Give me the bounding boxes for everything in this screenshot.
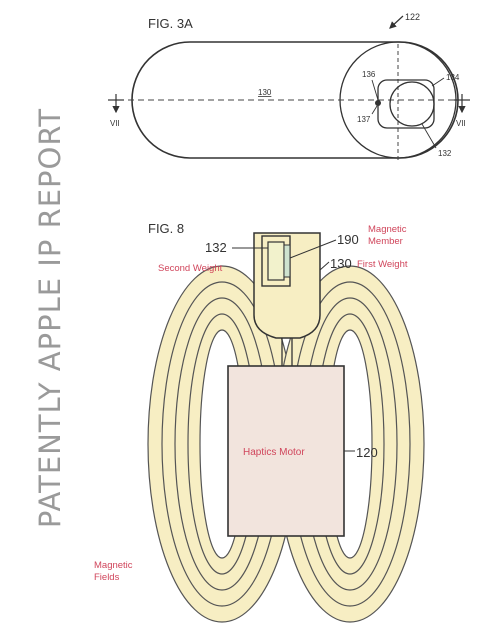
label-magnetic-fields: Magnetic Fields xyxy=(94,560,135,583)
ref-122-arrow xyxy=(389,15,404,29)
section-label-left: VII xyxy=(110,119,120,128)
section-label-right: VII xyxy=(456,119,466,128)
figure-8: FIG. 8 Haptics Motor 120 xyxy=(94,221,425,623)
fig3a-title: FIG. 3A xyxy=(148,16,193,31)
ref-134: 134 xyxy=(446,73,460,82)
leader-190 xyxy=(289,239,337,259)
ref-137: 137 xyxy=(357,115,371,124)
label-magnetic-member-line2: Member xyxy=(368,236,403,247)
haptics-motor-120 xyxy=(227,365,345,537)
ref-122: 122 xyxy=(405,12,420,22)
weight-circle-132 xyxy=(389,81,435,127)
pivot-dot xyxy=(375,100,381,106)
ref-136: 136 xyxy=(362,70,376,79)
ref-190: 190 xyxy=(337,232,359,247)
leader-134 xyxy=(431,77,445,87)
label-haptics-motor: Haptics Motor xyxy=(243,447,305,458)
label-magnetic-fields-line2: Fields xyxy=(94,572,120,583)
second-weight-inner xyxy=(267,241,285,281)
ref-130-body: 130 xyxy=(258,88,272,97)
leader-137 xyxy=(371,105,378,115)
figure-3a: FIG. 3A 122 VII VII 130 136 137 xyxy=(108,12,470,160)
label-magnetic-member-line1: Magnetic xyxy=(368,224,407,235)
leader-136 xyxy=(371,79,379,101)
ref-132-fig3a: 132 xyxy=(438,149,452,158)
label-magnetic-fields-line1: Magnetic xyxy=(94,560,133,571)
ref-120: 120 xyxy=(356,445,378,460)
leader-132 xyxy=(421,123,437,149)
leader-130-fig8 xyxy=(319,261,330,271)
magnetic-member-190 xyxy=(283,244,291,278)
fig8-title: FIG. 8 xyxy=(148,221,184,236)
label-second-weight: Second Weight xyxy=(158,263,223,274)
label-magnetic-member: Magnetic Member xyxy=(368,224,409,247)
label-first-weight: First Weight xyxy=(357,259,408,270)
ref-132-fig8: 132 xyxy=(205,240,227,255)
ref-130-fig8: 130 xyxy=(330,256,352,271)
